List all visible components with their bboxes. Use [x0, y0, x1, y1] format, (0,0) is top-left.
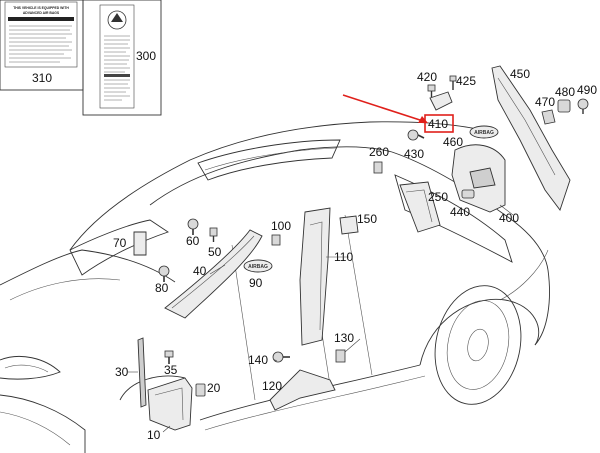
label-450: 450 — [510, 67, 530, 81]
label-40: 40 — [193, 264, 207, 278]
label-140: 140 — [248, 353, 268, 367]
label-70: 70 — [113, 236, 127, 250]
highlight-marker — [342, 94, 454, 133]
part-250-shape — [399, 181, 441, 233]
label-490: 490 — [577, 83, 597, 97]
label-35: 35 — [164, 363, 178, 377]
part-10-shape — [147, 377, 193, 431]
part-130-shape — [335, 349, 346, 363]
warning-label-heading-2: ADVANCED AIR BAGS — [23, 11, 60, 15]
part-60-shape — [187, 218, 199, 235]
warning-label-heading-1: THIS VEHICLE IS EQUIPPED WITH — [13, 6, 69, 10]
label-20: 20 — [207, 381, 221, 395]
highlight-box — [424, 114, 454, 133]
label-470: 470 — [535, 95, 555, 109]
label-440: 440 — [450, 205, 470, 219]
label-10: 10 — [147, 428, 161, 442]
label-310: 310 — [32, 71, 52, 85]
part-480-shape — [557, 99, 571, 113]
label-260: 260 — [369, 145, 389, 159]
part-110-shape — [299, 207, 331, 346]
label-420: 420 — [417, 70, 437, 84]
label-460: 460 — [443, 135, 463, 149]
label-250: 250 — [428, 190, 448, 204]
part-490-shape — [577, 98, 589, 114]
highlight-arrow — [342, 94, 424, 122]
label-90: 90 — [249, 276, 263, 290]
part-120-shape — [269, 369, 336, 411]
part-425-shape — [449, 75, 457, 90]
part-460-shape: AIRBAG — [469, 125, 499, 139]
part-410-shape — [429, 91, 453, 111]
label-300: 300 — [136, 49, 156, 63]
label-400: 400 — [499, 211, 519, 225]
part-70-shape — [133, 231, 147, 256]
part-90-shape: AIRBAG — [243, 259, 273, 273]
label-80: 80 — [155, 281, 169, 295]
part-260-shape — [373, 161, 383, 174]
airbag-badge-90: AIRBAG — [248, 264, 268, 270]
label-60: 60 — [186, 234, 200, 248]
part-430-shape — [407, 129, 425, 141]
part-80-shape — [158, 265, 170, 282]
label-120: 120 — [262, 379, 282, 393]
label-430: 430 — [404, 147, 424, 161]
label-150: 150 — [357, 212, 377, 226]
label-panel: THIS VEHICLE IS EQUIPPED WITH ADVANCED A… — [0, 0, 162, 116]
label-480: 480 — [555, 85, 575, 99]
part-470-shape — [541, 109, 556, 125]
part-30-shape — [137, 337, 147, 408]
part-420-shape — [427, 84, 436, 97]
label-410: 410 — [428, 117, 448, 131]
label-425: 425 — [456, 74, 476, 88]
part-50-shape — [209, 227, 218, 242]
part-150-shape — [339, 215, 359, 235]
label-50: 50 — [208, 245, 222, 259]
part-35-shape — [164, 350, 174, 364]
part-140-shape — [272, 351, 290, 363]
part-20-shape — [195, 383, 206, 397]
part-440-shape — [461, 189, 475, 199]
label-30: 30 — [115, 365, 129, 379]
trim-parts: AIRBAG — [133, 65, 589, 431]
label-100: 100 — [271, 219, 291, 233]
part-450-shape — [491, 65, 571, 211]
airbag-badge-460: AIRBAG — [474, 130, 494, 136]
part-100-shape — [271, 234, 281, 246]
label-130: 130 — [334, 331, 354, 345]
leader-lines — [128, 204, 514, 433]
